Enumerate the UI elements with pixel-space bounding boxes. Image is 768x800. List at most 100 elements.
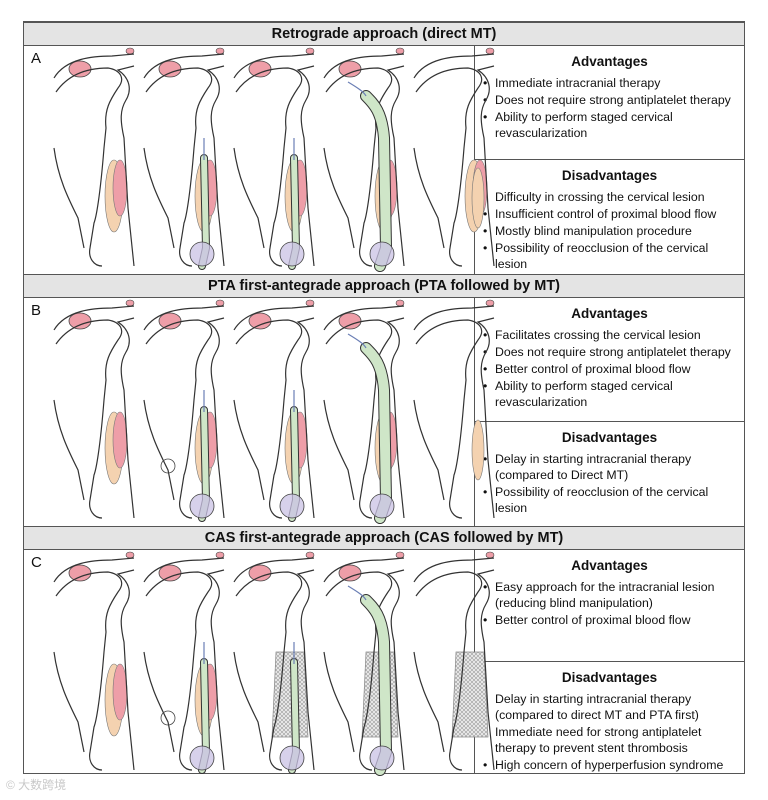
vessel-diagram [323, 551, 405, 776]
branch-bulb [125, 299, 135, 307]
residual-plaque [471, 419, 485, 481]
cervical-occlusion [112, 159, 128, 217]
branch-bulb [485, 299, 495, 307]
panel-c-title: CAS first-antegrade approach (CAS follow… [24, 526, 744, 550]
microcatheter [347, 81, 367, 97]
vessel-wall-left [235, 67, 303, 267]
vessel-wall-top [143, 53, 225, 79]
residual-plaque [471, 167, 485, 229]
vessel-wall-left [55, 67, 123, 267]
panel-c-advantages-title: Advantages [571, 558, 648, 573]
external-carotid-wall [233, 147, 265, 249]
branch-bulb [305, 47, 315, 55]
vessel-diagram [53, 47, 135, 267]
vessel-wall-left [55, 571, 123, 771]
list-item: Immediate intracranial therapy [483, 75, 736, 91]
external-carotid-wall [53, 399, 85, 501]
branch-bulb [125, 47, 135, 55]
list-item: Ability to perform staged cervical revas… [483, 109, 736, 141]
branch-bulb [305, 551, 315, 559]
vessel-wall-top [143, 305, 225, 331]
branch-bulb [485, 551, 495, 559]
vessel-wall-top [53, 53, 135, 79]
vessel-wall-top [53, 557, 135, 583]
branch-bulb [215, 47, 225, 55]
branch-bulb [395, 551, 405, 559]
carotid-stent [271, 651, 309, 738]
intracranial-occlusion [248, 312, 272, 330]
intracranial-occlusion [68, 312, 92, 330]
panel-c-advantages-list: Easy approach for the intracranial lesio… [483, 579, 736, 628]
vessel-wall-left [235, 319, 303, 519]
list-item: Delay in starting intracranial therapy (… [483, 451, 736, 483]
panel-a-title: Retrograde approach (direct MT) [24, 22, 744, 46]
intracranial-occlusion [248, 60, 272, 78]
panel-b-disadvantages-box: Disadvantages Delay in starting intracra… [474, 422, 744, 526]
branch-bulb [125, 551, 135, 559]
vessel-wall-top [323, 53, 405, 79]
panel-c-letter: C [31, 554, 42, 571]
vessel-wall-right [296, 65, 315, 267]
vessel-diagram [323, 299, 405, 524]
panel-c-advantages-box: Advantages Easy approach for the intracr… [474, 550, 744, 662]
list-item: Delay in starting intracranial therapy (… [483, 691, 736, 723]
microcatheter [347, 333, 367, 349]
vessel-wall-top [323, 557, 405, 583]
external-carotid-wall [323, 651, 355, 753]
balloon-guide [189, 241, 215, 267]
external-carotid-wall [143, 147, 175, 249]
vessel-wall-right [296, 569, 315, 771]
list-item: High concern of hyperperfusion syndrome [483, 757, 736, 773]
external-carotid-wall [53, 651, 85, 753]
balloon-guide [369, 241, 395, 267]
list-item: Difficulty in crossing the cervical lesi… [483, 189, 736, 205]
microcatheter [347, 585, 367, 601]
list-item: Ability to perform staged cervical revas… [483, 378, 736, 410]
panel-a-advantages-box: Advantages Immediate intracranial therap… [474, 46, 744, 160]
vessel-wall-left [145, 67, 213, 267]
vessel-diagram [413, 47, 495, 267]
vessel-wall-top [413, 305, 495, 331]
vessel-diagram [53, 299, 135, 519]
vessel-wall-top [413, 557, 495, 583]
vessel-diagram [323, 47, 405, 272]
intracranial-occlusion [158, 312, 182, 330]
pta-balloon [160, 710, 176, 726]
vessel-wall-left [415, 319, 483, 519]
vessel-wall-top [233, 557, 315, 583]
carotid-stent [451, 651, 489, 738]
intracranial-occlusion [248, 564, 272, 582]
cervical-occlusion [112, 663, 128, 721]
vessel-wall-right [386, 317, 405, 519]
external-carotid-wall [323, 147, 355, 249]
panel-b-title: PTA first-antegrade approach (PTA follow… [24, 274, 744, 298]
list-item: Better control of proximal blood flow [483, 612, 736, 628]
panel-a-disadvantages-box: Disadvantages Difficulty in crossing the… [474, 160, 744, 274]
panel-b-disadvantages-list: Delay in starting intracranial therapy (… [483, 451, 736, 516]
panel-b-advantages-list: Facilitates crossing the cervical lesion… [483, 327, 736, 410]
external-carotid-wall [323, 399, 355, 501]
vessel-wall-top [413, 53, 495, 79]
list-item: Easy approach for the intracranial lesio… [483, 579, 736, 611]
vessel-wall-right [206, 569, 225, 771]
vessel-wall-left [145, 319, 213, 519]
vessel-wall-right [476, 65, 495, 267]
vessel-wall-right [476, 569, 495, 771]
panel-a-letter: A [31, 50, 42, 67]
intracranial-occlusion [68, 564, 92, 582]
branch-bulb [305, 299, 315, 307]
guide-catheter [361, 91, 392, 271]
vessel-diagram [233, 299, 315, 522]
guide-catheter [361, 343, 392, 523]
list-item: Possibility of reocclusion of the cervic… [483, 484, 736, 516]
vessel-wall-right [206, 317, 225, 519]
panel-c-disadvantages-list: Delay in starting intracranial therapy (… [483, 691, 736, 773]
vessel-wall-top [233, 53, 315, 79]
vessel-wall-top [53, 305, 135, 331]
branch-bulb [485, 47, 495, 55]
vessel-diagram [233, 47, 315, 270]
external-carotid-wall [233, 651, 265, 753]
external-carotid-wall [413, 651, 445, 753]
watermark-text: © 大数跨境 [6, 778, 67, 792]
panel-c-disadvantages-title: Disadvantages [561, 670, 658, 685]
